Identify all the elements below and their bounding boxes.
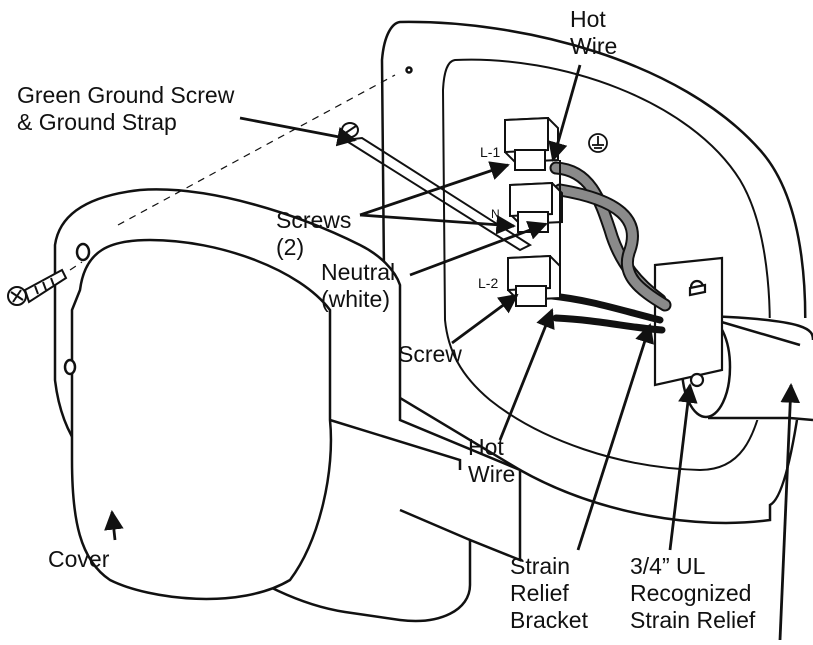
label-line: Hot bbox=[468, 434, 504, 460]
terminal-label-l1: L-1 bbox=[480, 144, 500, 160]
terminal-block bbox=[504, 116, 563, 307]
terminal-label-l2: L-2 bbox=[478, 275, 498, 291]
label-screws: Screws (2) bbox=[276, 207, 351, 261]
label-line: Relief bbox=[510, 580, 569, 606]
label-cover: Cover bbox=[48, 546, 109, 573]
label-line: Screws bbox=[276, 207, 352, 233]
hot-wire-gray bbox=[549, 161, 672, 312]
label-line: Green Ground Screw bbox=[17, 82, 235, 108]
label-ground-screw: Green Ground Screw & Ground Strap bbox=[17, 82, 234, 136]
label-strain-relief: 3/4” UL Recognized Strain Relief bbox=[630, 553, 755, 634]
label-line: Cover bbox=[48, 546, 110, 572]
mounting-screw-icon bbox=[7, 268, 68, 306]
label-line: Wire bbox=[468, 461, 516, 487]
back-plate bbox=[380, 20, 807, 525]
label-hot-wire-bottom: Hot Wire bbox=[468, 434, 515, 488]
hot-wire-black bbox=[548, 292, 666, 334]
label-line: Strain bbox=[510, 553, 571, 579]
strain-relief-bracket bbox=[653, 256, 724, 388]
label-line: Bracket bbox=[510, 607, 588, 633]
leader-arrows bbox=[104, 64, 801, 641]
label-line: Hot bbox=[570, 6, 606, 32]
label-line: & Ground Strap bbox=[17, 109, 177, 135]
terminal-label-n: N bbox=[491, 207, 500, 221]
cover bbox=[53, 188, 522, 623]
label-line: Strain Relief bbox=[630, 607, 756, 633]
ground-symbol-icon bbox=[588, 133, 608, 153]
label-line: (white) bbox=[321, 286, 391, 312]
label-hot-wire-top: Hot Wire bbox=[570, 6, 617, 60]
label-strain-relief-bracket: Strain Relief Bracket bbox=[510, 553, 588, 634]
ground-strap bbox=[341, 122, 533, 252]
label-line: 3/4” UL bbox=[630, 553, 706, 579]
projection-lines bbox=[69, 74, 396, 271]
label-line: Recognized bbox=[630, 580, 752, 606]
label-line: Screw bbox=[398, 341, 462, 367]
terminal-text: N bbox=[491, 207, 500, 221]
terminal-text: L-2 bbox=[478, 275, 499, 291]
terminal-text: L-1 bbox=[480, 144, 501, 160]
label-neutral: Neutral (white) bbox=[321, 259, 395, 313]
label-screw: Screw bbox=[398, 341, 462, 368]
label-line: Wire bbox=[570, 33, 618, 59]
label-line: (2) bbox=[276, 234, 305, 260]
label-line: Neutral bbox=[321, 259, 396, 285]
